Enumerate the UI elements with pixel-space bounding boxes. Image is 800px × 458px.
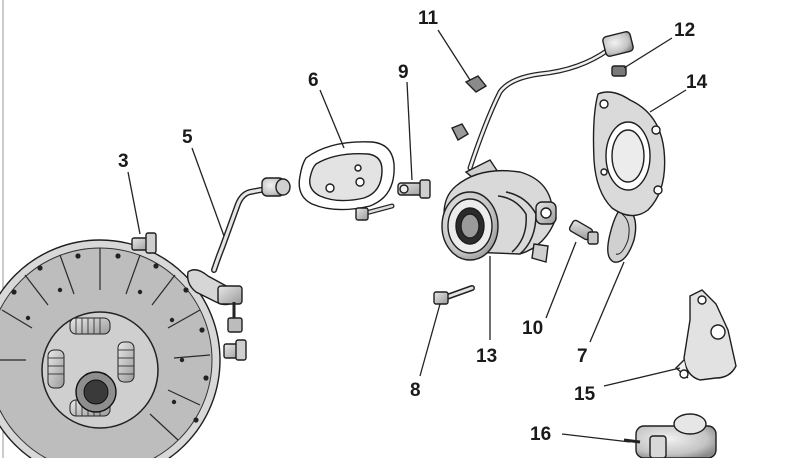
part-9-bleed-fitting (397, 179, 431, 199)
callout-11: 11 (418, 8, 439, 29)
part-15-bracket (674, 289, 737, 381)
part-3-bolt (131, 232, 157, 254)
callout-6: 6 (308, 70, 319, 91)
callout-9: 9 (398, 62, 409, 83)
leader-lines (127, 29, 687, 443)
plate-bolt (355, 203, 395, 221)
callout-12: 12 (674, 20, 695, 41)
part-14-adapter-flange (592, 91, 666, 217)
part-7-seal-ring (607, 205, 637, 263)
part-6-cover-plate (298, 141, 395, 211)
callout-7: 7 (577, 346, 588, 367)
callout-8: 8 (410, 380, 421, 401)
sensor-harness (467, 31, 634, 171)
callout-5: 5 (182, 127, 193, 148)
callout-10: 10 (522, 318, 543, 339)
callout-labels: 3 5 6 7 8 9 10 11 12 13 14 15 16 (118, 8, 708, 445)
part-11-clips (451, 75, 488, 141)
part-5-hydraulic-line (186, 177, 291, 361)
callout-14: 14 (686, 72, 708, 93)
callout-16: 16 (530, 424, 551, 445)
part-13-slave-cylinder (441, 159, 557, 263)
callout-13: 13 (476, 346, 497, 367)
part-8-long-bolt (433, 285, 475, 305)
part-16-master-cylinder (623, 413, 717, 458)
part-10-fitting (568, 219, 599, 245)
callout-3: 3 (118, 151, 129, 172)
clutch-disc (0, 239, 221, 458)
callout-15: 15 (574, 384, 596, 405)
